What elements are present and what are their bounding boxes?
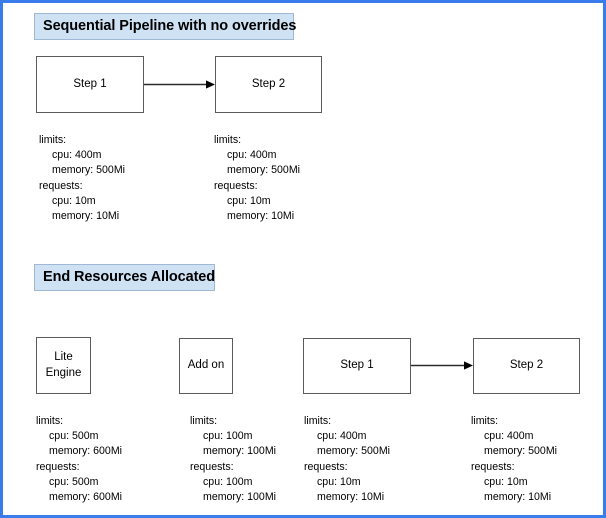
res-line: limits:: [471, 415, 499, 427]
res-line: limits:: [214, 134, 242, 146]
node-lite-engine[interactable]: Lite Engine: [36, 337, 91, 394]
res-line: cpu: 400m: [52, 149, 102, 162]
res-line: memory: 500Mi: [227, 164, 300, 177]
node-add-on[interactable]: Add on: [179, 338, 233, 394]
node-step-1-sequential[interactable]: Step 1: [36, 56, 144, 113]
res-line: requests:: [36, 460, 80, 473]
node-step-2-sequential[interactable]: Step 2: [215, 56, 322, 113]
res-line: memory: 10Mi: [484, 491, 552, 504]
res-line: cpu: 400m: [317, 430, 367, 443]
res-line: cpu: 10m: [227, 194, 271, 207]
res-line: limits:: [304, 415, 332, 427]
res-line: memory: 600Mi: [49, 491, 122, 504]
res-line: memory: 500Mi: [484, 445, 557, 458]
res-line: cpu: 100m: [203, 475, 253, 488]
section-label-sequential-pipeline: Sequential Pipeline with no overrides: [34, 13, 296, 40]
res-line: requests:: [471, 460, 515, 473]
node-step-2-end-resources[interactable]: Step 2: [473, 338, 580, 394]
res-line: cpu: 500m: [49, 475, 99, 488]
res-line: limits:: [190, 415, 218, 427]
res-line: cpu: 10m: [484, 475, 528, 488]
section-label-end-resources-allocated: End Resources Allocated: [34, 264, 215, 291]
arrow-step-1-to-step-2-sequential: [144, 79, 215, 90]
res-line: memory: 500Mi: [317, 445, 390, 458]
res-line: cpu: 500m: [49, 430, 99, 443]
res-line: limits:: [39, 134, 67, 146]
resources-step-1-sequential: limits: cpu: 400m memory: 500Mi requests…: [39, 133, 125, 224]
resources-add-on: limits: cpu: 100m memory: 100Mi requests…: [190, 414, 276, 505]
arrow-step-1-to-step-2-end-resources: [411, 360, 473, 371]
node-step-1-end-resources[interactable]: Step 1: [303, 338, 411, 394]
resources-step-2-end-resources: limits: cpu: 400m memory: 500Mi requests…: [471, 414, 557, 505]
res-line: cpu: 10m: [52, 194, 96, 207]
res-line: requests:: [214, 179, 258, 192]
resources-step-1-end-resources: limits: cpu: 400m memory: 500Mi requests…: [304, 414, 390, 505]
res-line: cpu: 100m: [203, 430, 253, 443]
res-line: memory: 600Mi: [49, 445, 122, 458]
res-line: memory: 500Mi: [52, 164, 125, 177]
res-line: memory: 100Mi: [203, 491, 276, 504]
res-line: cpu: 400m: [484, 430, 534, 443]
res-line: cpu: 400m: [227, 149, 277, 162]
res-line: memory: 100Mi: [203, 445, 276, 458]
res-line: requests:: [39, 179, 83, 192]
resources-step-2-sequential: limits: cpu: 400m memory: 500Mi requests…: [214, 133, 300, 224]
res-line: requests:: [190, 460, 234, 473]
res-line: limits:: [36, 415, 64, 427]
res-line: memory: 10Mi: [317, 491, 385, 504]
res-line: requests:: [304, 460, 348, 473]
res-line: memory: 10Mi: [227, 210, 295, 223]
resources-lite-engine: limits: cpu: 500m memory: 600Mi requests…: [36, 414, 122, 505]
res-line: cpu: 10m: [317, 475, 361, 488]
res-line: memory: 10Mi: [52, 210, 120, 223]
